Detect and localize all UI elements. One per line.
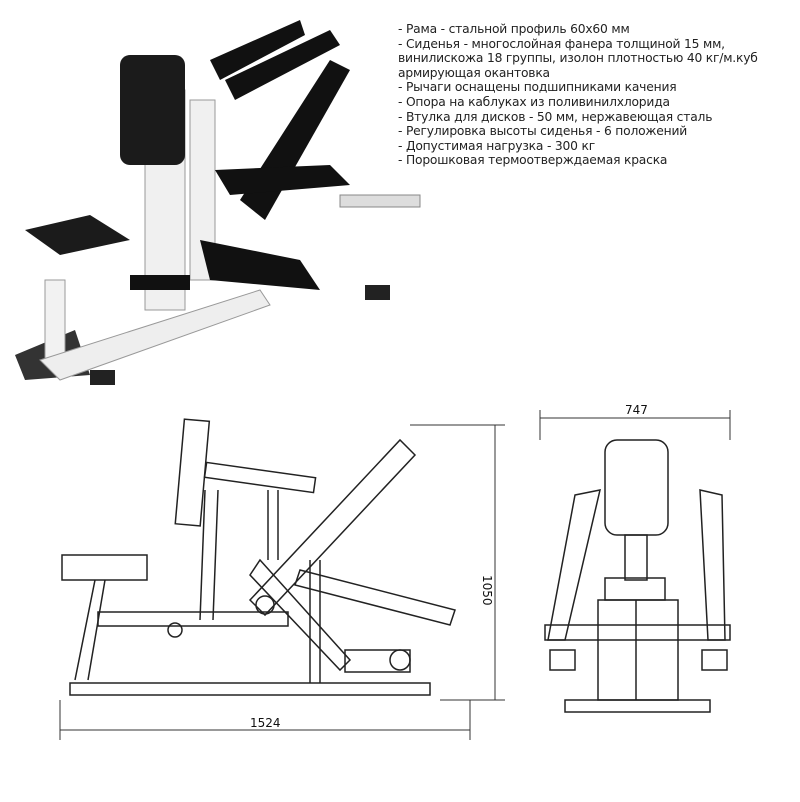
- width-dimension: 747: [625, 403, 648, 417]
- spec-line: армирующая окантовка: [398, 65, 550, 80]
- spec-line: - Регулировка высоты сиденья - 6 положен…: [398, 124, 688, 139]
- spec-line: - Втулка для дисков - 50 мм, нержавеющая…: [398, 109, 713, 124]
- spec-line: - Сиденья - многослойная фанера толщиной…: [398, 36, 725, 51]
- spec-line: - Порошковая термоотверждаемая краска: [398, 153, 668, 168]
- spec-line: - Опора на каблуках из поливинилхлорида: [398, 94, 670, 109]
- dimension-lines: [59, 410, 731, 740]
- length-dimension: 1524: [250, 716, 281, 730]
- spec-line: винилискожа 18 группы, изолон плотностью…: [398, 51, 758, 66]
- spec-line: - Рычаги оснащены подшипниками качения: [398, 80, 677, 95]
- spec-line: - Допустимая нагрузка - 300 кг: [398, 138, 595, 153]
- spec-line: - Рама - стальной профиль 60х60 мм: [398, 22, 630, 36]
- height-dimension: 1050: [480, 575, 494, 606]
- front-view-drawing: [544, 439, 731, 713]
- specifications-list: - Рама - стальной профиль 60х60 мм - Сид…: [398, 22, 798, 168]
- machine-render: [15, 20, 421, 385]
- side-view-drawing: [61, 418, 456, 696]
